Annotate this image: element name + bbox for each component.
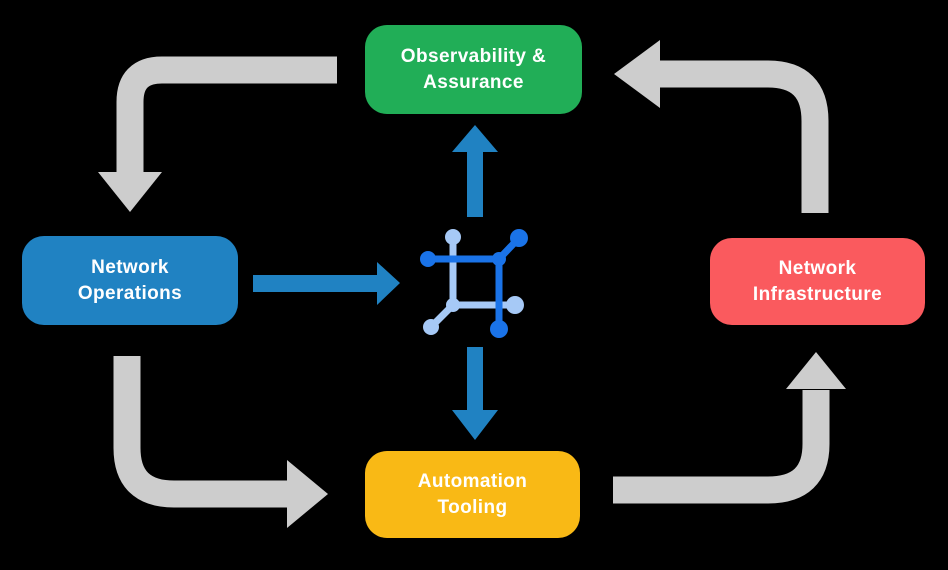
arrow-infrastructure-to-observability xyxy=(614,40,829,213)
arrow-observability-to-operations xyxy=(98,56,337,212)
node-network-infrastructure: Network Infrastructure xyxy=(710,238,925,325)
node-label-line: Automation xyxy=(417,470,528,492)
node-automation-tooling: Automation Tooling xyxy=(365,451,580,538)
arrow-tooling-to-infrastructure xyxy=(613,352,846,504)
node-label-line: Infrastructure xyxy=(752,283,883,305)
node-label-line: Network xyxy=(778,257,857,279)
network-hub-icon xyxy=(420,229,528,338)
node-label-line: Tooling xyxy=(437,496,508,518)
arrow-hub-to-tooling xyxy=(452,347,498,440)
node-label-line: Observability & xyxy=(400,45,547,67)
arrow-hub-to-observability xyxy=(452,125,498,217)
node-label-line: Assurance xyxy=(423,71,524,93)
node-label-line: Network xyxy=(91,256,169,278)
arrow-operations-to-hub xyxy=(253,262,400,305)
node-network-operations: Network Operations xyxy=(22,236,238,325)
node-observability-assurance: Observability & Assurance xyxy=(365,25,582,114)
arrow-operations-to-tooling xyxy=(113,356,328,528)
node-label-line: Operations xyxy=(77,282,183,304)
